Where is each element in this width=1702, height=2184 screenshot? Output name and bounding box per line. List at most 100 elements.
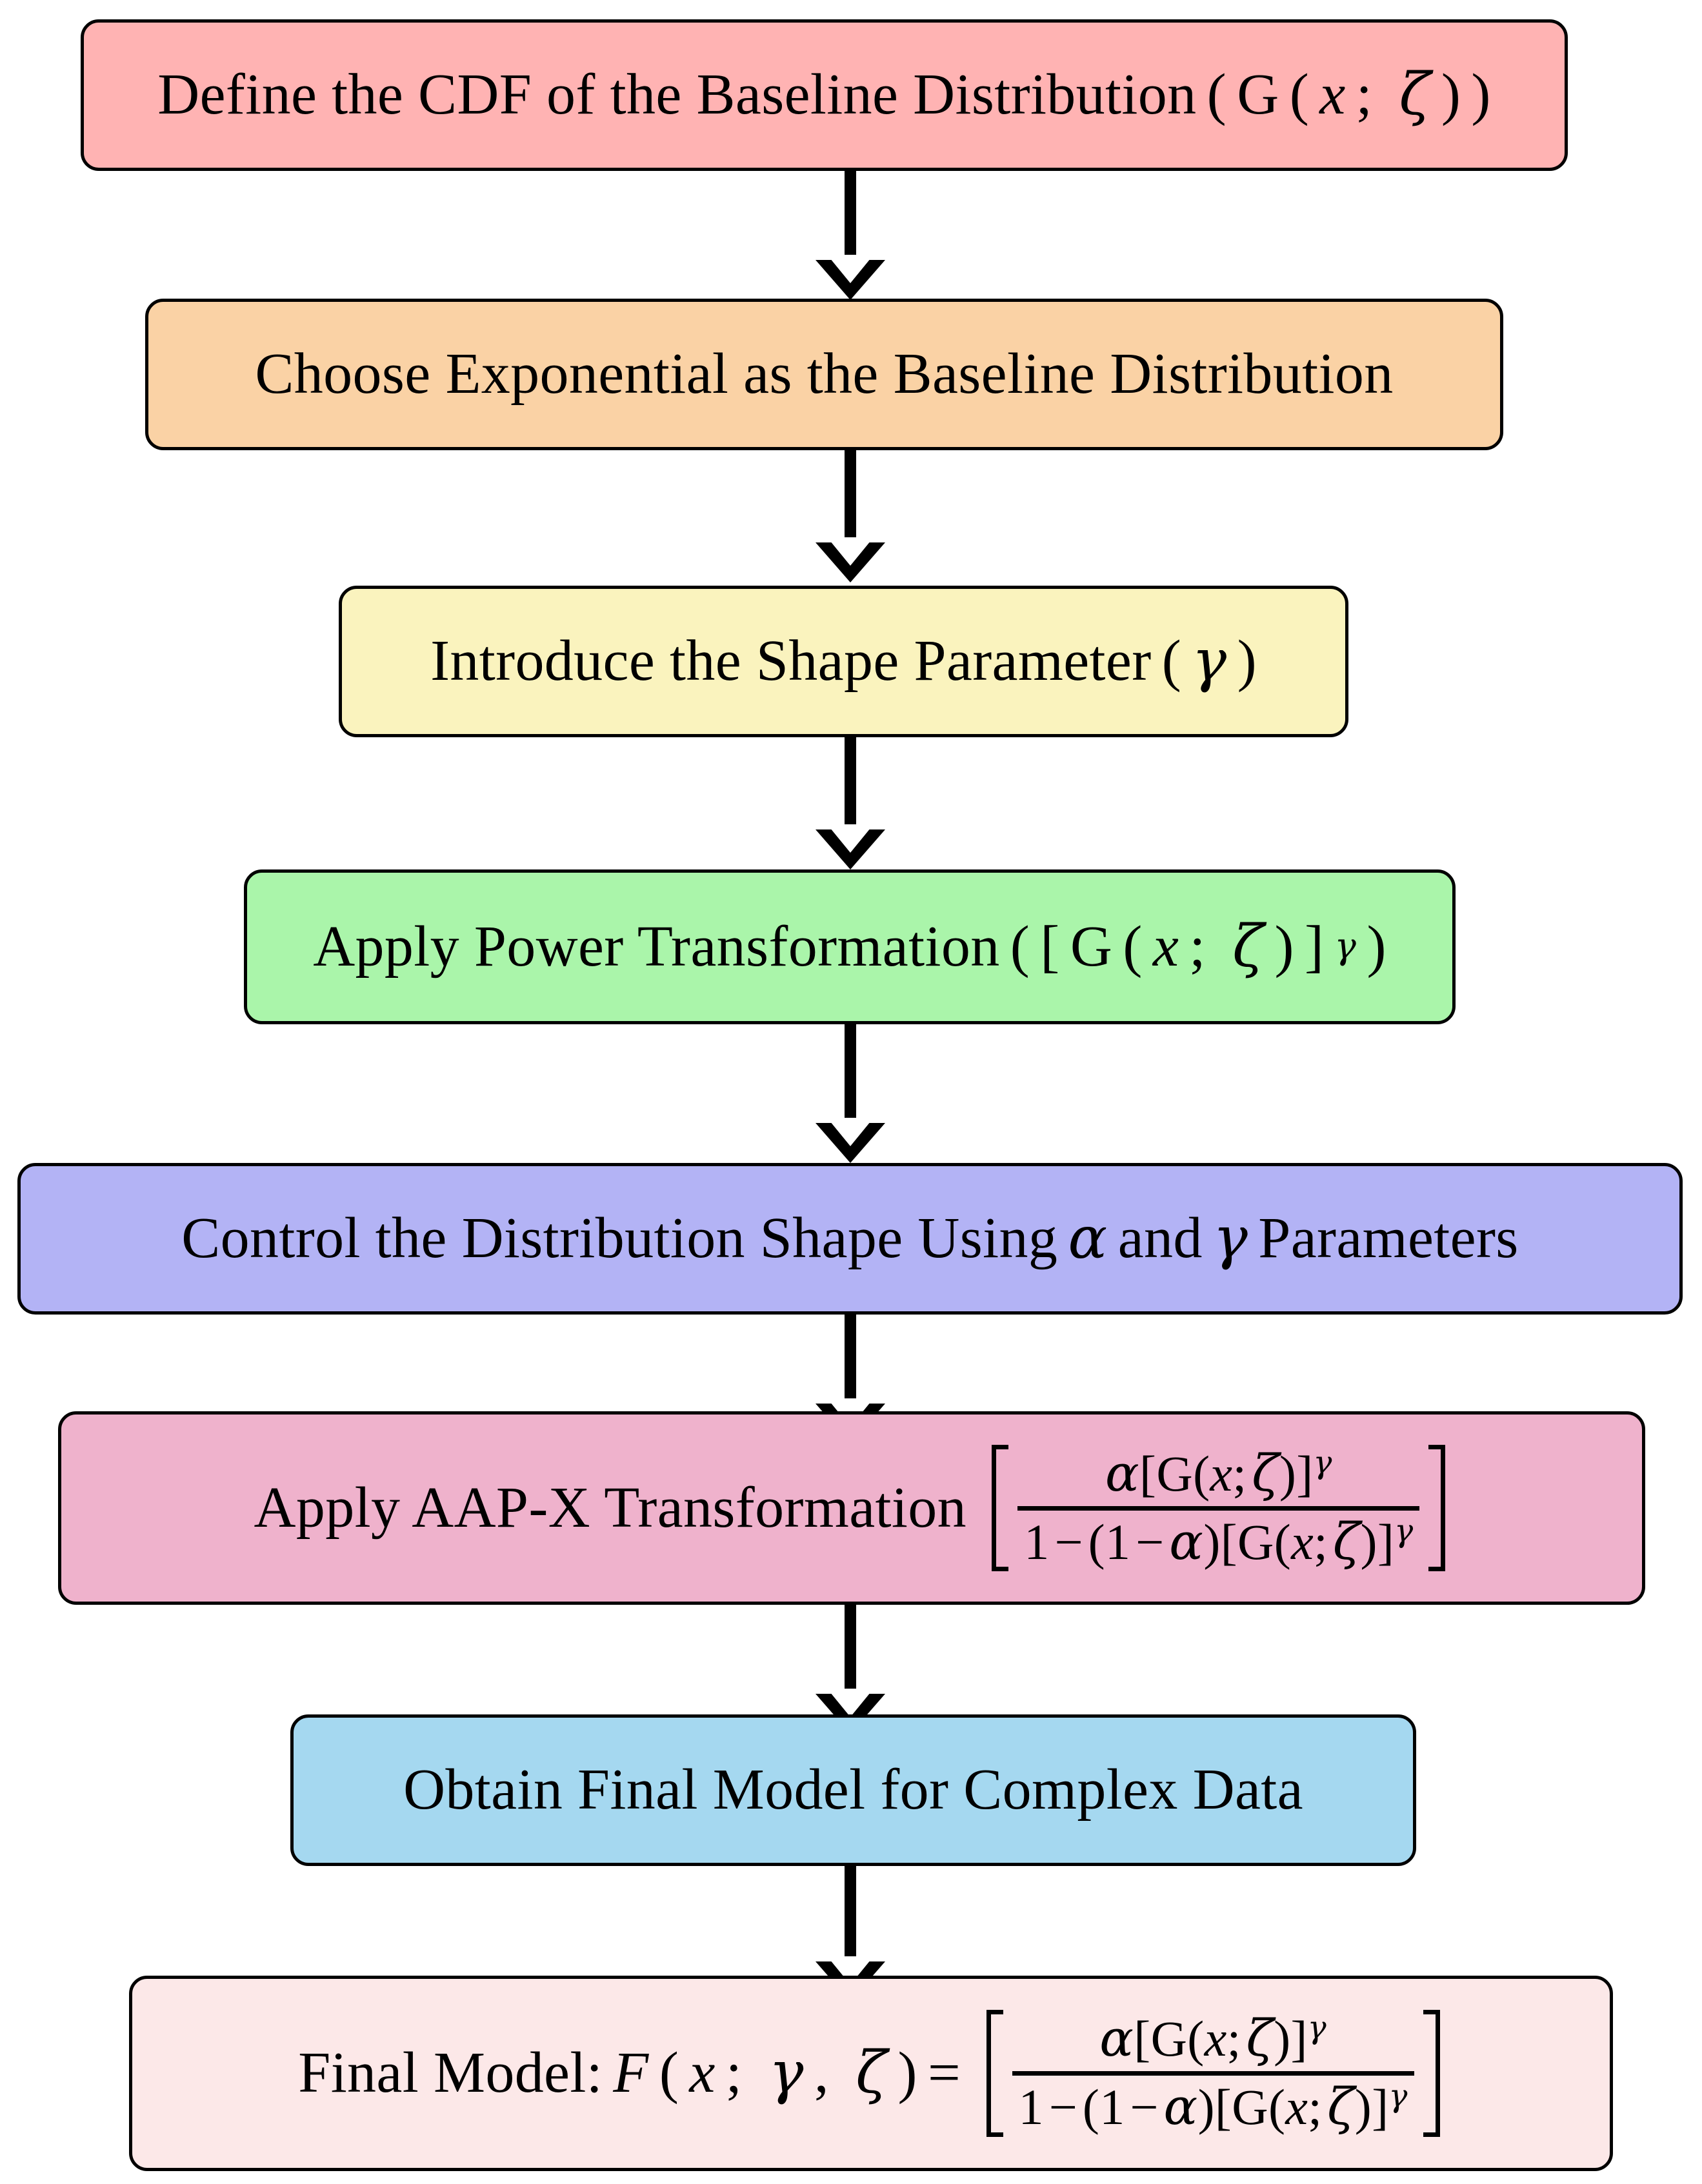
- fraction-body: α[G(x;ζ)]γ 1−(1−α)[G(x;ζ)]γ: [1007, 2009, 1419, 2138]
- math-gamma: γ: [768, 2039, 804, 2107]
- bracket-right-icon: [1423, 2010, 1440, 2137]
- fraction-body: α[G(x;ζ)]γ 1−(1−α)[G(x;ζ)]γ: [1012, 1444, 1425, 1573]
- edge-5-to-6: [845, 1315, 856, 1411]
- node-apply-aapx-transformation-text: Apply AAP-X Transformation: [254, 1475, 966, 1540]
- math-zeta: ζ: [1327, 2078, 1355, 2136]
- math-rparen-2: ): [1354, 2079, 1372, 2135]
- math-G: G: [1237, 63, 1279, 127]
- math-rbracket: ]: [1372, 2079, 1389, 2135]
- math-gamma: γ: [1212, 1204, 1248, 1273]
- math-x: x: [1291, 1513, 1314, 1570]
- math-semicolon: ;: [1189, 914, 1206, 978]
- math-minus: −: [1048, 2079, 1078, 2135]
- math-rparen: ): [1274, 2010, 1291, 2067]
- math-x: x: [1210, 1445, 1233, 1502]
- node-apply-power-transformation[interactable]: Apply Power Transformation ([G(x;ζ)]γ): [244, 869, 1456, 1024]
- node-final-model-label: Final Model: F(x;γ,ζ) = α[G(x;ζ)]γ 1−(1−…: [298, 2009, 1443, 2138]
- math-x: x: [1152, 914, 1179, 978]
- math-one-inner: 1: [1099, 2079, 1125, 2135]
- math-one: 1: [1018, 2079, 1044, 2135]
- math-lbracket: [: [1040, 914, 1060, 978]
- aapx-fraction: α[G(x;ζ)]γ 1−(1−α)[G(x;ζ)]γ: [988, 1444, 1449, 1573]
- math-rparen: ): [1203, 1513, 1221, 1570]
- math-zeta: ζ: [1252, 1444, 1279, 1503]
- fraction-denominator: 1−(1−α)[G(x;ζ)]γ: [1012, 2071, 1414, 2136]
- math-one: 1: [1024, 1513, 1050, 1570]
- math-G: G: [1156, 1445, 1194, 1502]
- edge-6-to-7: [845, 1605, 856, 1702]
- node-introduce-shape-parameter-text: Introduce the Shape Parameter: [430, 629, 1152, 693]
- node-define-cdf[interactable]: Define the CDF of the Baseline Distribut…: [81, 19, 1568, 171]
- math-lparen: (: [1193, 1445, 1210, 1502]
- math-zeta: ζ: [1232, 912, 1265, 980]
- math-rparen: ): [1441, 63, 1461, 127]
- node-control-distribution-shape[interactable]: Control the Distribution Shape Using α a…: [17, 1163, 1683, 1315]
- math-semicolon: ;: [1226, 2010, 1241, 2067]
- math-minus: −: [1054, 1513, 1083, 1570]
- math-lparen: (: [1187, 2010, 1205, 2067]
- node-final-model[interactable]: Final Model: F(x;γ,ζ) = α[G(x;ζ)]γ 1−(1−…: [129, 1976, 1613, 2171]
- node-apply-aapx-transformation-label: Apply AAP-X Transformation α[G(x;ζ)]γ 1−…: [254, 1444, 1450, 1573]
- edge-7-to-8: [845, 1866, 856, 1969]
- math-zeta: ζ: [1332, 1513, 1361, 1571]
- edge-4-to-5: [845, 1024, 856, 1131]
- math-semicolon: ;: [1356, 63, 1373, 127]
- node-apply-aapx-transformation[interactable]: Apply AAP-X Transformation α[G(x;ζ)]γ 1−…: [58, 1411, 1645, 1605]
- math-rparen: ): [1197, 2079, 1215, 2135]
- node-control-distribution-shape-label: Control the Distribution Shape Using α a…: [181, 1208, 1518, 1269]
- arrowhead-2-to-3: [816, 537, 885, 582]
- node-obtain-final-model[interactable]: Obtain Final Model for Complex Data: [290, 1714, 1416, 1866]
- math-lparen-2: (: [1274, 1513, 1292, 1570]
- math-alpha: α: [1169, 1513, 1204, 1571]
- math-zeta: ζ: [856, 2039, 888, 2107]
- math-G: G: [1070, 914, 1113, 978]
- fraction-numerator: α[G(x;ζ)]γ: [1093, 2011, 1333, 2071]
- math-G: G: [1150, 2010, 1188, 2067]
- math-alpha: α: [1163, 2078, 1198, 2136]
- node-define-cdf-text: Define the CDF of the Baseline Distribut…: [157, 63, 1197, 127]
- node-choose-exponential-label: Choose Exponential as the Baseline Distr…: [255, 344, 1393, 405]
- math-lbracket: [: [1220, 1513, 1238, 1570]
- node-introduce-shape-parameter[interactable]: Introduce the Shape Parameter (γ): [339, 586, 1348, 737]
- node-define-cdf-label: Define the CDF of the Baseline Distribut…: [157, 65, 1490, 126]
- fraction-denominator: 1−(1−α)[G(x;ζ)]γ: [1017, 1505, 1420, 1571]
- math-x: x: [1285, 2079, 1308, 2135]
- edge-1-to-2: [845, 171, 856, 268]
- math-lparen: (: [1123, 914, 1143, 978]
- bracket-left-icon: [992, 1444, 1009, 1572]
- math-group-close: ): [1367, 914, 1387, 978]
- math-zeta: ζ: [1246, 2010, 1274, 2069]
- edge-3-to-4: [845, 737, 856, 837]
- math-rbracket: ]: [1296, 1445, 1314, 1502]
- math-alpha: α: [1099, 2010, 1134, 2069]
- math-rparen: ): [1279, 1445, 1297, 1502]
- math-lparen: (: [659, 2041, 679, 2105]
- math-x: x: [1204, 2010, 1227, 2067]
- math-lbracket: [: [1134, 2010, 1151, 2067]
- node-introduce-shape-parameter-label: Introduce the Shape Parameter (γ): [430, 631, 1257, 692]
- arrowhead-4-to-5: [816, 1118, 885, 1163]
- node-control-distribution-shape-text: Control the Distribution Shape Using: [181, 1206, 1058, 1271]
- math-lparen: (: [1161, 629, 1182, 693]
- math-F: F: [613, 2041, 649, 2105]
- node-apply-power-transformation-label: Apply Power Transformation ([G(x;ζ)]γ): [313, 912, 1387, 980]
- math-comma: ,: [814, 2041, 829, 2105]
- math-lparen: (: [1289, 63, 1310, 127]
- node-control-distribution-shape-tail: Parameters: [1258, 1206, 1519, 1271]
- math-rparen: ): [1274, 914, 1294, 978]
- math-alpha: α: [1105, 1444, 1140, 1503]
- fraction-numerator: α[G(x;ζ)]γ: [1099, 1446, 1339, 1506]
- math-minus-inner: −: [1130, 2079, 1159, 2135]
- math-semicolon: ;: [1308, 2079, 1323, 2135]
- node-choose-exponential[interactable]: Choose Exponential as the Baseline Distr…: [145, 299, 1503, 450]
- math-gamma: γ: [1192, 627, 1227, 695]
- final-model-fraction: α[G(x;ζ)]γ 1−(1−α)[G(x;ζ)]γ: [983, 2009, 1444, 2138]
- math-lbracket: [: [1139, 1445, 1157, 1502]
- math-gamma-exponent: γ: [1388, 2078, 1408, 2114]
- math-gamma-exponent: γ: [1394, 1513, 1414, 1549]
- math-rbracket: ]: [1377, 1513, 1395, 1570]
- node-control-distribution-shape-mid: and: [1117, 1206, 1203, 1271]
- node-obtain-final-model-text: Obtain Final Model for Complex Data: [403, 1758, 1303, 1822]
- math-x: x: [1319, 63, 1346, 127]
